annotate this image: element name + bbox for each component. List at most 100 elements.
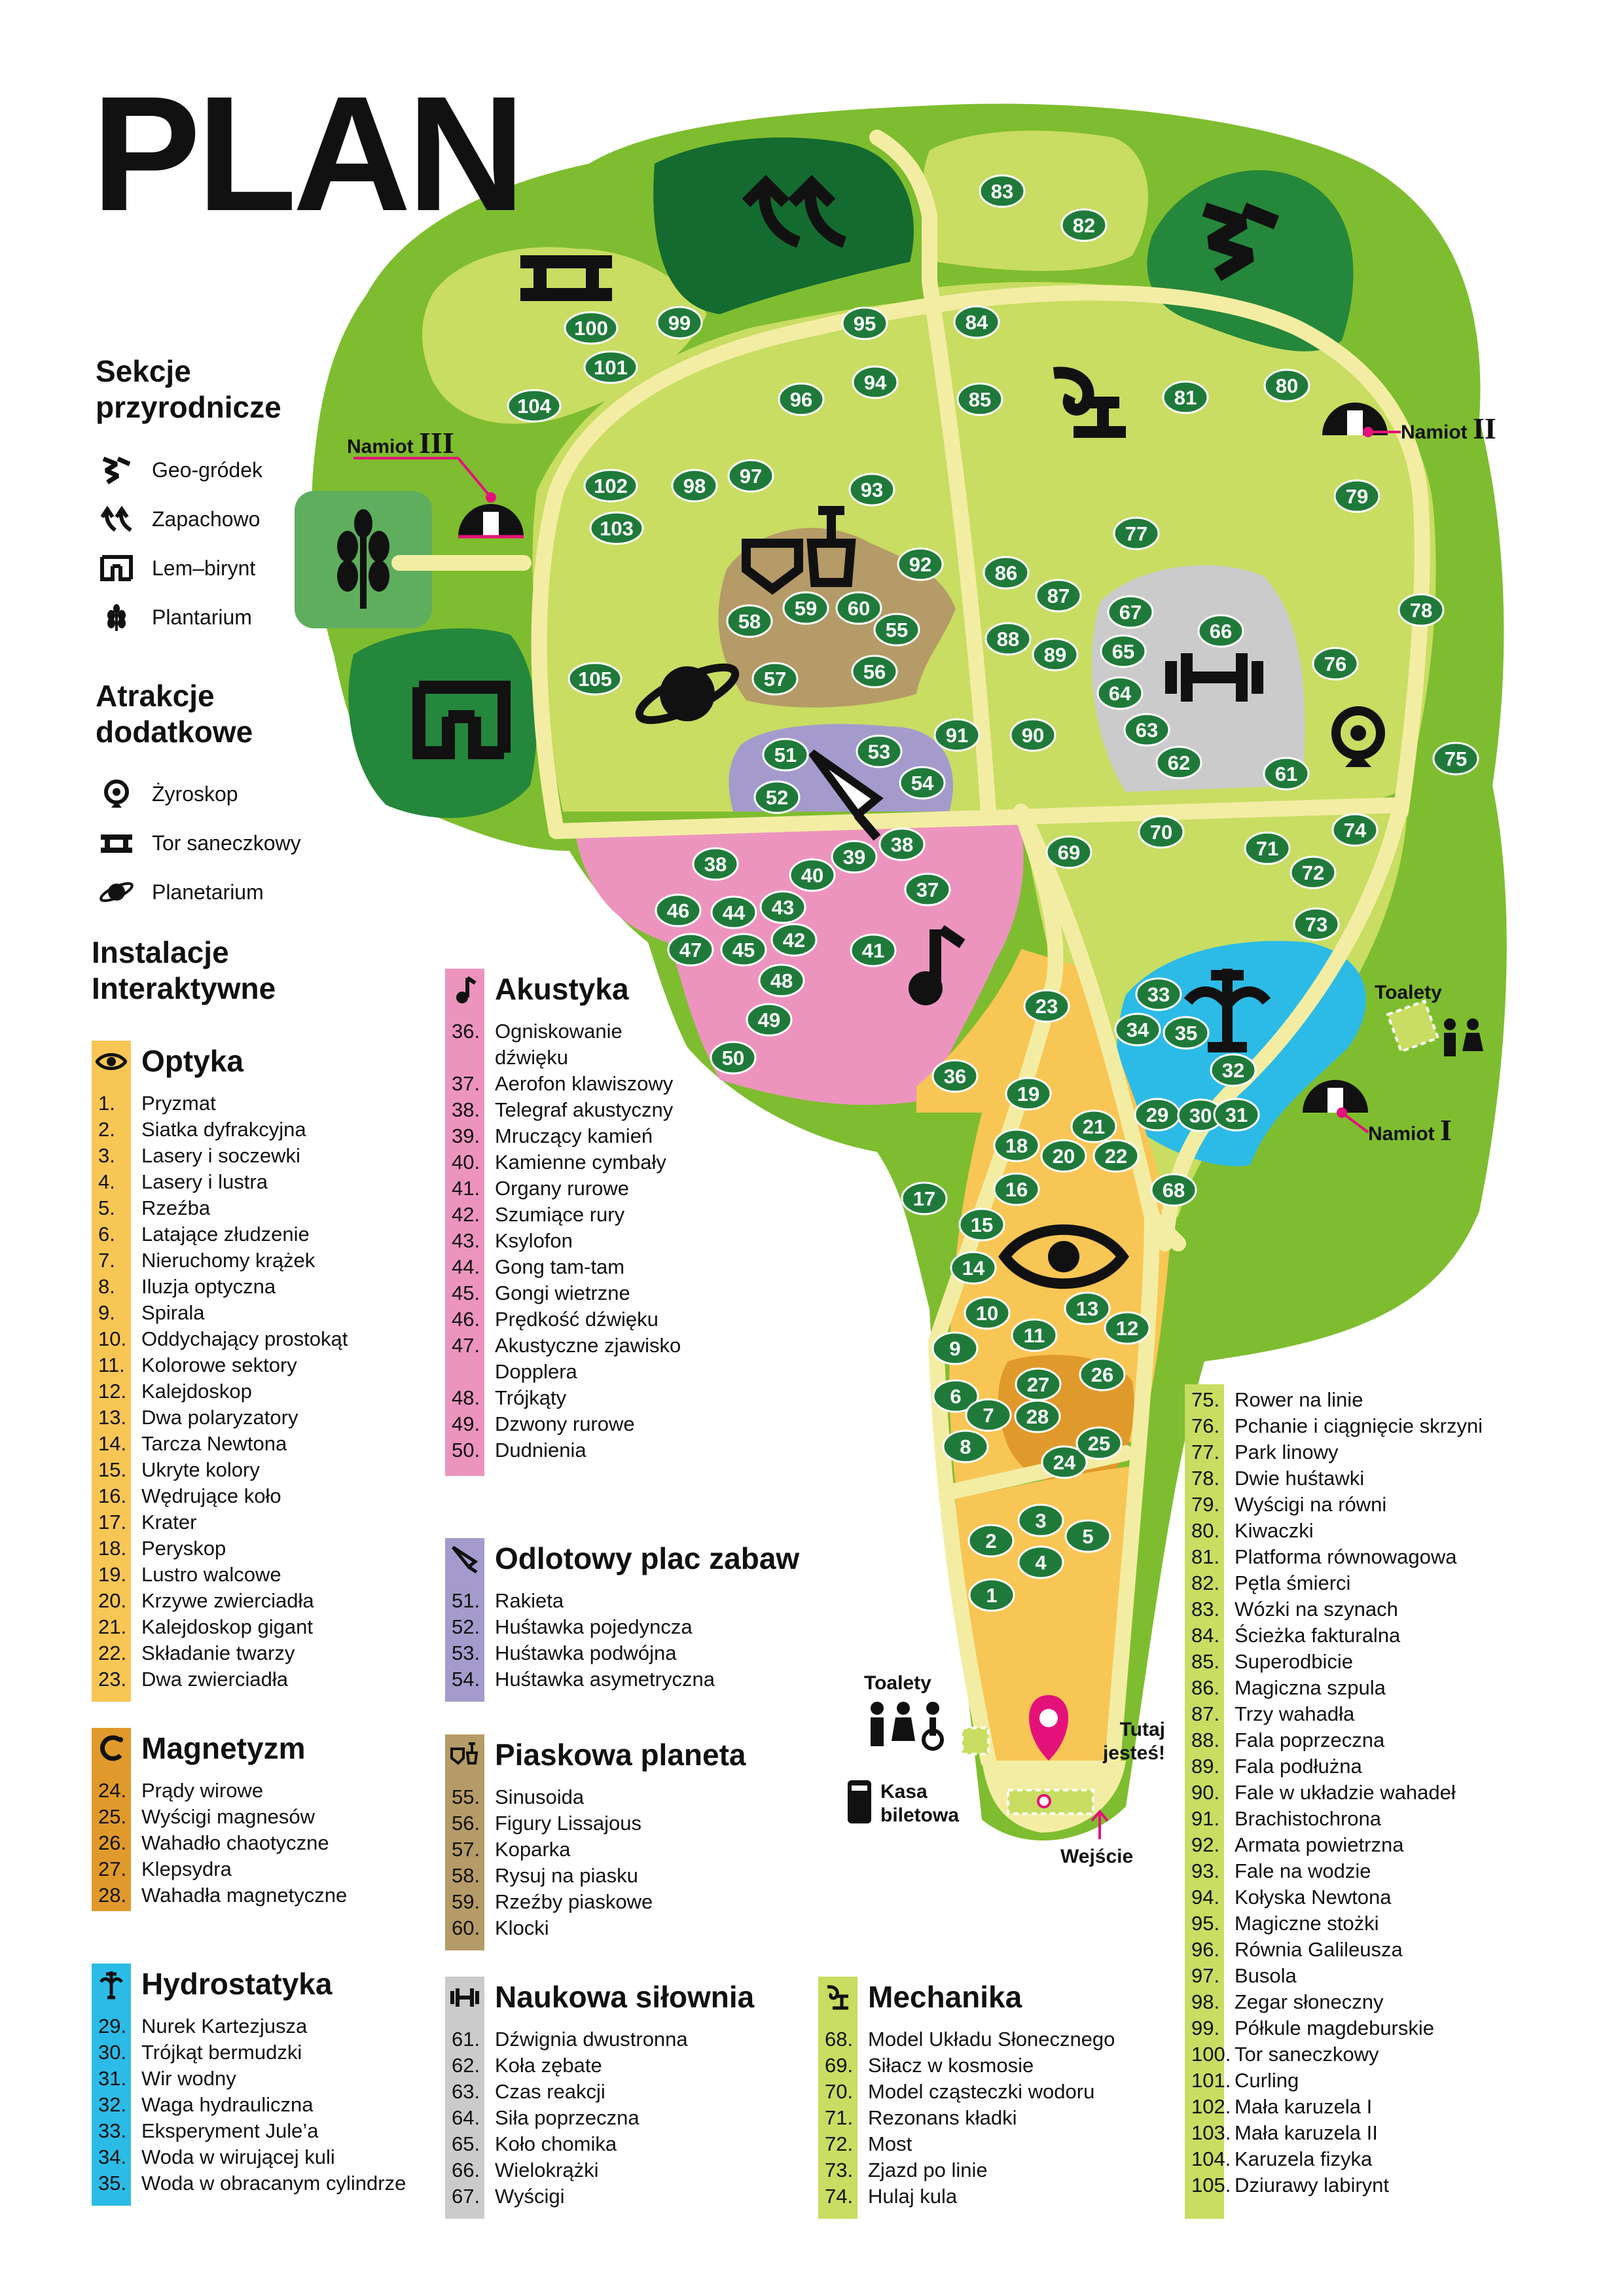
section-title: Odlotowy plac zabaw xyxy=(495,1541,800,1575)
optyka-area xyxy=(916,949,1172,1486)
item-label: Eksperyment Jule’a xyxy=(141,2119,319,2142)
item-label: Siłacz w kosmosie xyxy=(868,2054,1034,2077)
section-list: 36. Ogniskowanie dźwięku 37. Aerofon klawis… xyxy=(445,1018,685,1463)
list-item: 34.Woda w wirującej kuli xyxy=(92,2144,406,2170)
ticket-office-label: Kasa biletowa xyxy=(880,1781,960,1826)
item-label: Ogniskowanie dźwięku xyxy=(495,1020,623,1069)
list-item: 105.Dziurawy labirynt xyxy=(1185,2172,1483,2198)
list-item: 38.Telegraf akustyczny xyxy=(445,1097,685,1123)
item-label: Wyścigi xyxy=(495,2185,565,2208)
item-label: Ukryte kolory xyxy=(141,1458,260,1481)
item-label: Wyścigi magnesów xyxy=(141,1805,316,1828)
list-item: 46.Prędkość dźwięku xyxy=(445,1306,685,1333)
item-number: 104. xyxy=(1191,2147,1231,2170)
item-label: Ścieżka fakturalna xyxy=(1235,1624,1401,1647)
item-label: Kalejdoskop gigant xyxy=(141,1615,313,1638)
item-number: 36. xyxy=(452,1020,480,1043)
item-number: 98. xyxy=(1191,1990,1220,2013)
section-color-bar xyxy=(445,1734,484,1950)
item-label: Akustyczne zjawisko Dopplera xyxy=(495,1334,681,1383)
item-label: Aerofon klawiszowy xyxy=(495,1072,674,1095)
item-label: Dwa polaryzatory xyxy=(141,1406,298,1429)
list-item: 15.Ukryte kolory xyxy=(92,1457,348,1483)
item-label: Dziurawy labirynt xyxy=(1235,2174,1390,2197)
item-label: Krater xyxy=(141,1511,197,1534)
list-item: 83.Wózki na szynach xyxy=(1185,1596,1483,1623)
list-item: 79.Wyścigi na równi xyxy=(1185,1492,1483,1518)
item-label: Rower na linie xyxy=(1235,1388,1363,1411)
item-label: Superodbicie xyxy=(1235,1650,1353,1673)
item-label: Mała karuzela I xyxy=(1235,2095,1373,2118)
list-item: 53.Huśtawka podwójna xyxy=(445,1640,715,1666)
list-item: 66.Wielokrążki xyxy=(445,2157,688,2183)
item-number: 14. xyxy=(98,1432,127,1455)
list-item: 52.Huśtawka pojedyncza xyxy=(445,1614,715,1640)
mechanics-icon xyxy=(827,1985,848,2010)
item-number: 37. xyxy=(452,1072,480,1095)
item-label: Dudnienia xyxy=(495,1439,586,1462)
gyroscope-icon xyxy=(104,780,129,808)
item-number: 78. xyxy=(1191,1467,1220,1490)
list-item: 71.Rezonans kładki xyxy=(818,2105,1115,2131)
item-label: Gong tam-tam xyxy=(495,1255,625,1278)
item-number: 80. xyxy=(1191,1519,1220,1542)
item-label: Rezonans kładki xyxy=(868,2106,1017,2129)
legend-instalacje-title: Instalacje Interaktywne xyxy=(92,935,276,1006)
item-number: 34. xyxy=(98,2145,127,2168)
list-item: 81.Platforma równowagowa xyxy=(1185,1544,1483,1570)
list-item: 7.Nieruchomy krążek xyxy=(92,1247,348,1274)
item-number: 86. xyxy=(1191,1676,1220,1699)
item-number: 53. xyxy=(452,1641,480,1664)
list-item: 87.Trzy wahadła xyxy=(1185,1701,1483,1727)
item-label: Krzywe zwierciadła xyxy=(141,1589,314,1612)
item-label: Organy rurowe xyxy=(495,1177,630,1200)
list-item: 40.Kamienne cymbały xyxy=(445,1149,685,1175)
item-number: 30. xyxy=(98,2041,127,2064)
legend-item-gyroscope: Żyroskop xyxy=(98,779,238,809)
item-label: Tor saneczkowy xyxy=(1235,2043,1379,2066)
item-number: 51. xyxy=(452,1589,480,1612)
item-number: 2. xyxy=(98,1118,115,1141)
list-item: 88.Fala poprzeczna xyxy=(1185,1727,1483,1753)
item-label: Oddychający prostokąt xyxy=(141,1327,348,1350)
item-label: Lasery i lustra xyxy=(141,1170,268,1193)
list-item: 73.Zjazd po linie xyxy=(818,2157,1115,2183)
legend-label: Geo-gródek xyxy=(152,457,262,482)
item-label: Dwie huśtawki xyxy=(1235,1467,1365,1490)
item-number: 18. xyxy=(98,1537,127,1560)
list-item: 95.Magiczne stożki xyxy=(1185,1910,1483,1937)
item-label: Dźwignia dwustronna xyxy=(495,2028,688,2051)
list-item: 50.Dudnienia xyxy=(445,1437,685,1463)
item-number: 21. xyxy=(98,1615,127,1638)
list-item: 80.Kiwaczki xyxy=(1185,1518,1483,1544)
item-number: 29. xyxy=(98,2015,127,2037)
list-item: 30.Trójkąt bermudzki xyxy=(92,2039,406,2066)
item-number: 77. xyxy=(1191,1441,1220,1463)
item-label: Huśtawka pojedyncza xyxy=(495,1615,693,1638)
list-item: 39.Mruczący kamień xyxy=(445,1123,685,1149)
rocket-icon xyxy=(452,1545,478,1574)
list-item: 8.Iluzja optyczna xyxy=(92,1274,348,1300)
item-label: Huśtawka asymetryczna xyxy=(495,1668,715,1691)
list-item: 84.Ścieżka fakturalna xyxy=(1185,1623,1483,1649)
item-label: Wir wodny xyxy=(141,2067,236,2090)
list-item: 75.Rower na linie xyxy=(1185,1387,1483,1413)
item-number: 60. xyxy=(452,1916,480,1939)
item-number: 91. xyxy=(1191,1807,1220,1830)
smell-icon xyxy=(100,505,132,532)
list-item: 60.Klocki xyxy=(445,1915,653,1941)
item-label: Czas reakcji xyxy=(495,2080,605,2103)
legend-label: Żyroskop xyxy=(152,781,238,806)
silownia-area xyxy=(1091,565,1305,792)
list-item: 65.Koło chomika xyxy=(445,2131,688,2157)
legend-item-smell: Zapachowo xyxy=(98,504,260,534)
item-number: 88. xyxy=(1191,1729,1220,1751)
legend-atrakcje-title: Atrakcje dodatkowe xyxy=(96,679,253,749)
item-label: Koła zębate xyxy=(495,2054,602,2077)
item-number: 97. xyxy=(1191,1964,1220,1987)
item-label: Curling xyxy=(1235,2069,1299,2092)
